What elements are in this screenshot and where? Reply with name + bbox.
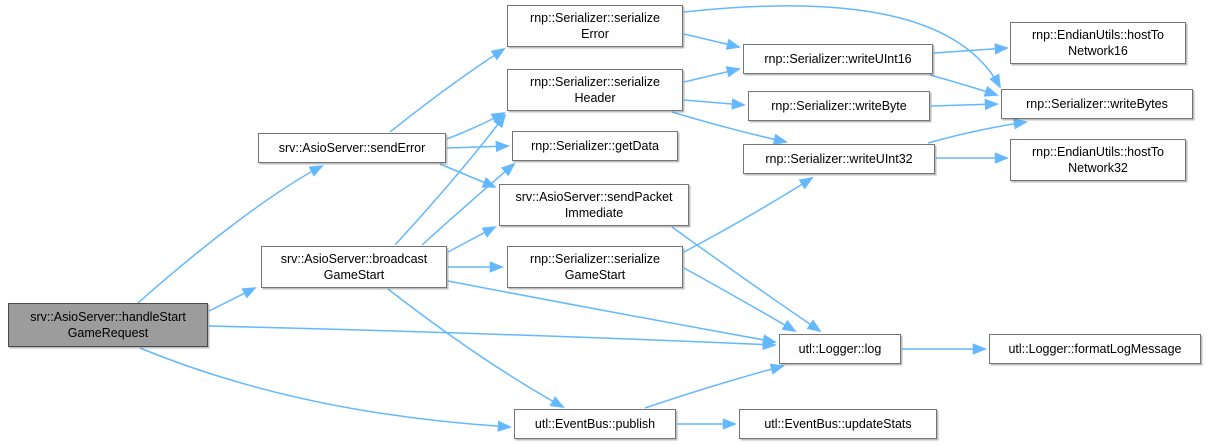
node-getData[interactable]: rnp::Serializer::getData [512, 131, 678, 161]
node-label: srv::AsioServer::sendPacket [515, 190, 673, 204]
edge-broadcastGameStart-to-getData [421, 162, 516, 246]
node-log[interactable]: utl::Logger::log [779, 334, 901, 364]
node-label: srv::AsioServer::broadcast [280, 252, 428, 266]
node-label: rnp::Serializer::writeUInt32 [765, 152, 913, 166]
node-label: Network16 [1068, 44, 1128, 58]
edge-writeByte-to-writeBytes [930, 98, 999, 111]
node-writeUInt16[interactable]: rnp::Serializer::writeUInt16 [743, 44, 933, 74]
node-label: rnp::EndianUtils::hostTo [1031, 28, 1164, 42]
node-label: rnp::Serializer::serialize [530, 252, 660, 266]
edge-sendError-to-getData [446, 140, 510, 153]
node-label: GameStart [323, 268, 385, 282]
edge-broadcastGameStart-to-sendPacketImmediate [447, 226, 497, 253]
node-writeUInt32[interactable]: rnp::Serializer::writeUInt32 [743, 144, 935, 174]
edge-writeUInt32-to-writeBytes [927, 118, 1028, 144]
edge-sendError-to-serializeHeader [446, 112, 506, 140]
edge-writeUInt16-to-hostToNetwork16 [933, 43, 1009, 55]
edge-broadcastGameStart-to-publish [387, 288, 565, 408]
edge-sendError-to-serializeError [389, 47, 506, 133]
node-label: Immediate [564, 206, 624, 220]
edge-serializeHeader-to-writeByte [683, 98, 746, 110]
node-label: utl::EventBus::publish [534, 417, 656, 431]
node-label: GameStart [564, 268, 626, 282]
node-writeByte[interactable]: rnp::Serializer::writeByte [748, 91, 930, 121]
node-label: utl::EventBus::updateStats [764, 417, 912, 431]
node-label: rnp::Serializer::serialize [530, 75, 660, 89]
node-updateStats[interactable]: utl::EventBus::updateStats [739, 409, 937, 439]
node-publish[interactable]: utl::EventBus::publish [514, 409, 676, 439]
edge-broadcastGameStart-to-log [447, 280, 777, 346]
node-label: rnp::EndianUtils::hostTo [1031, 145, 1164, 159]
node-label: rnp::Serializer::writeBytes [1026, 97, 1168, 111]
node-label: rnp::Serializer::writeUInt16 [764, 52, 912, 66]
edge-serializeHeader-to-writeUInt32 [671, 111, 788, 145]
node-formatLogMessage[interactable]: utl::Logger::formatLogMessage [989, 334, 1201, 364]
node-writeBytes[interactable]: rnp::Serializer::writeBytes [1001, 89, 1193, 119]
node-label: utl::Logger::formatLogMessage [1008, 342, 1182, 356]
node-sendError[interactable]: srv::AsioServer::sendError [258, 133, 446, 163]
edge-sendPacketImmediate-to-log [671, 226, 822, 333]
node-label: rnp::Serializer::serialize [530, 11, 660, 25]
node-label: rnp::Serializer::writeByte [771, 99, 907, 113]
edge-serializeGameStart-to-writeUInt32 [683, 176, 814, 253]
node-label: rnp::Serializer::getData [531, 139, 659, 153]
node-label: Network32 [1068, 161, 1128, 175]
edge-handleStartGameRequest-to-sendError [137, 165, 324, 304]
node-label: srv::AsioServer::sendError [278, 141, 426, 155]
edge-sendError-to-sendPacketImmediate [439, 163, 497, 188]
edge-serializeError-to-writeUInt16 [683, 33, 741, 50]
edge-handleStartGameRequest-to-broadcastGameStart [208, 287, 257, 312]
edge-writeUInt16-to-writeBytes [929, 74, 999, 97]
edge-handleStartGameRequest-to-publish [139, 347, 512, 432]
node-label: Header [574, 91, 616, 105]
edge-broadcastGameStart-to-serializeHeader [394, 113, 507, 246]
node-label: srv::AsioServer::handleStart [30, 310, 186, 324]
node-label: GameRequest [67, 326, 149, 340]
edge-serializeHeader-to-writeUInt16 [683, 66, 741, 83]
edge-serializeError-to-writeBytes [683, 5, 1001, 89]
node-label: Error [581, 27, 609, 41]
edge-serializeGameStart-to-log [683, 267, 797, 333]
edge-publish-to-log [644, 363, 785, 409]
node-label: utl::Logger::log [798, 342, 882, 356]
edge-handleStartGameRequest-to-log [208, 325, 777, 351]
